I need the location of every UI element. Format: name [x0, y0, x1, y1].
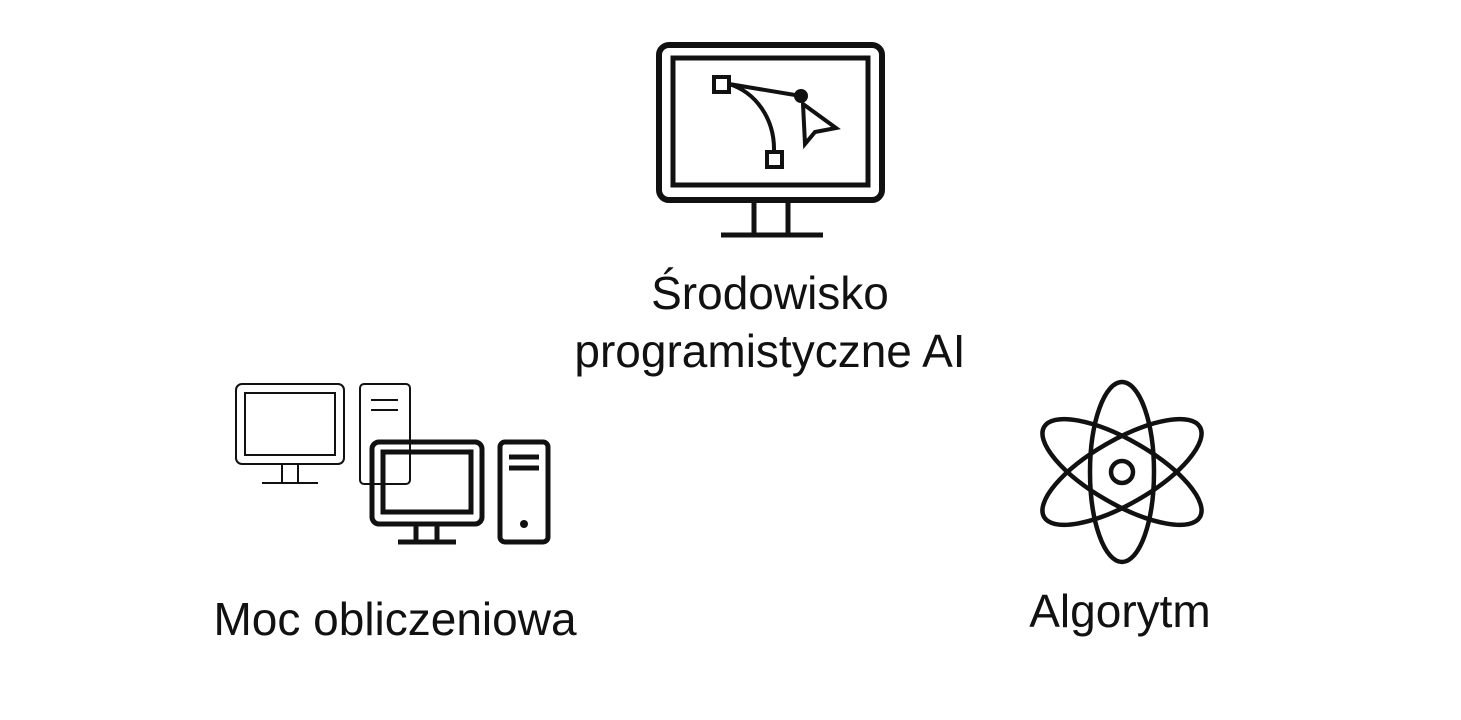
atom-icon: [1040, 379, 1204, 565]
environment-label: Środowisko programistyczne AI: [520, 264, 1020, 380]
environment-label-line2: programistyczne AI: [574, 325, 966, 377]
algorithm-label: Algorytm: [1029, 585, 1211, 637]
compute-label: Moc obliczeniowa: [213, 593, 577, 645]
environment-label-line1: Środowisko: [651, 267, 889, 319]
monitor-bezier-cursor-icon: [656, 42, 885, 238]
networked-computers-icon: [235, 383, 551, 545]
